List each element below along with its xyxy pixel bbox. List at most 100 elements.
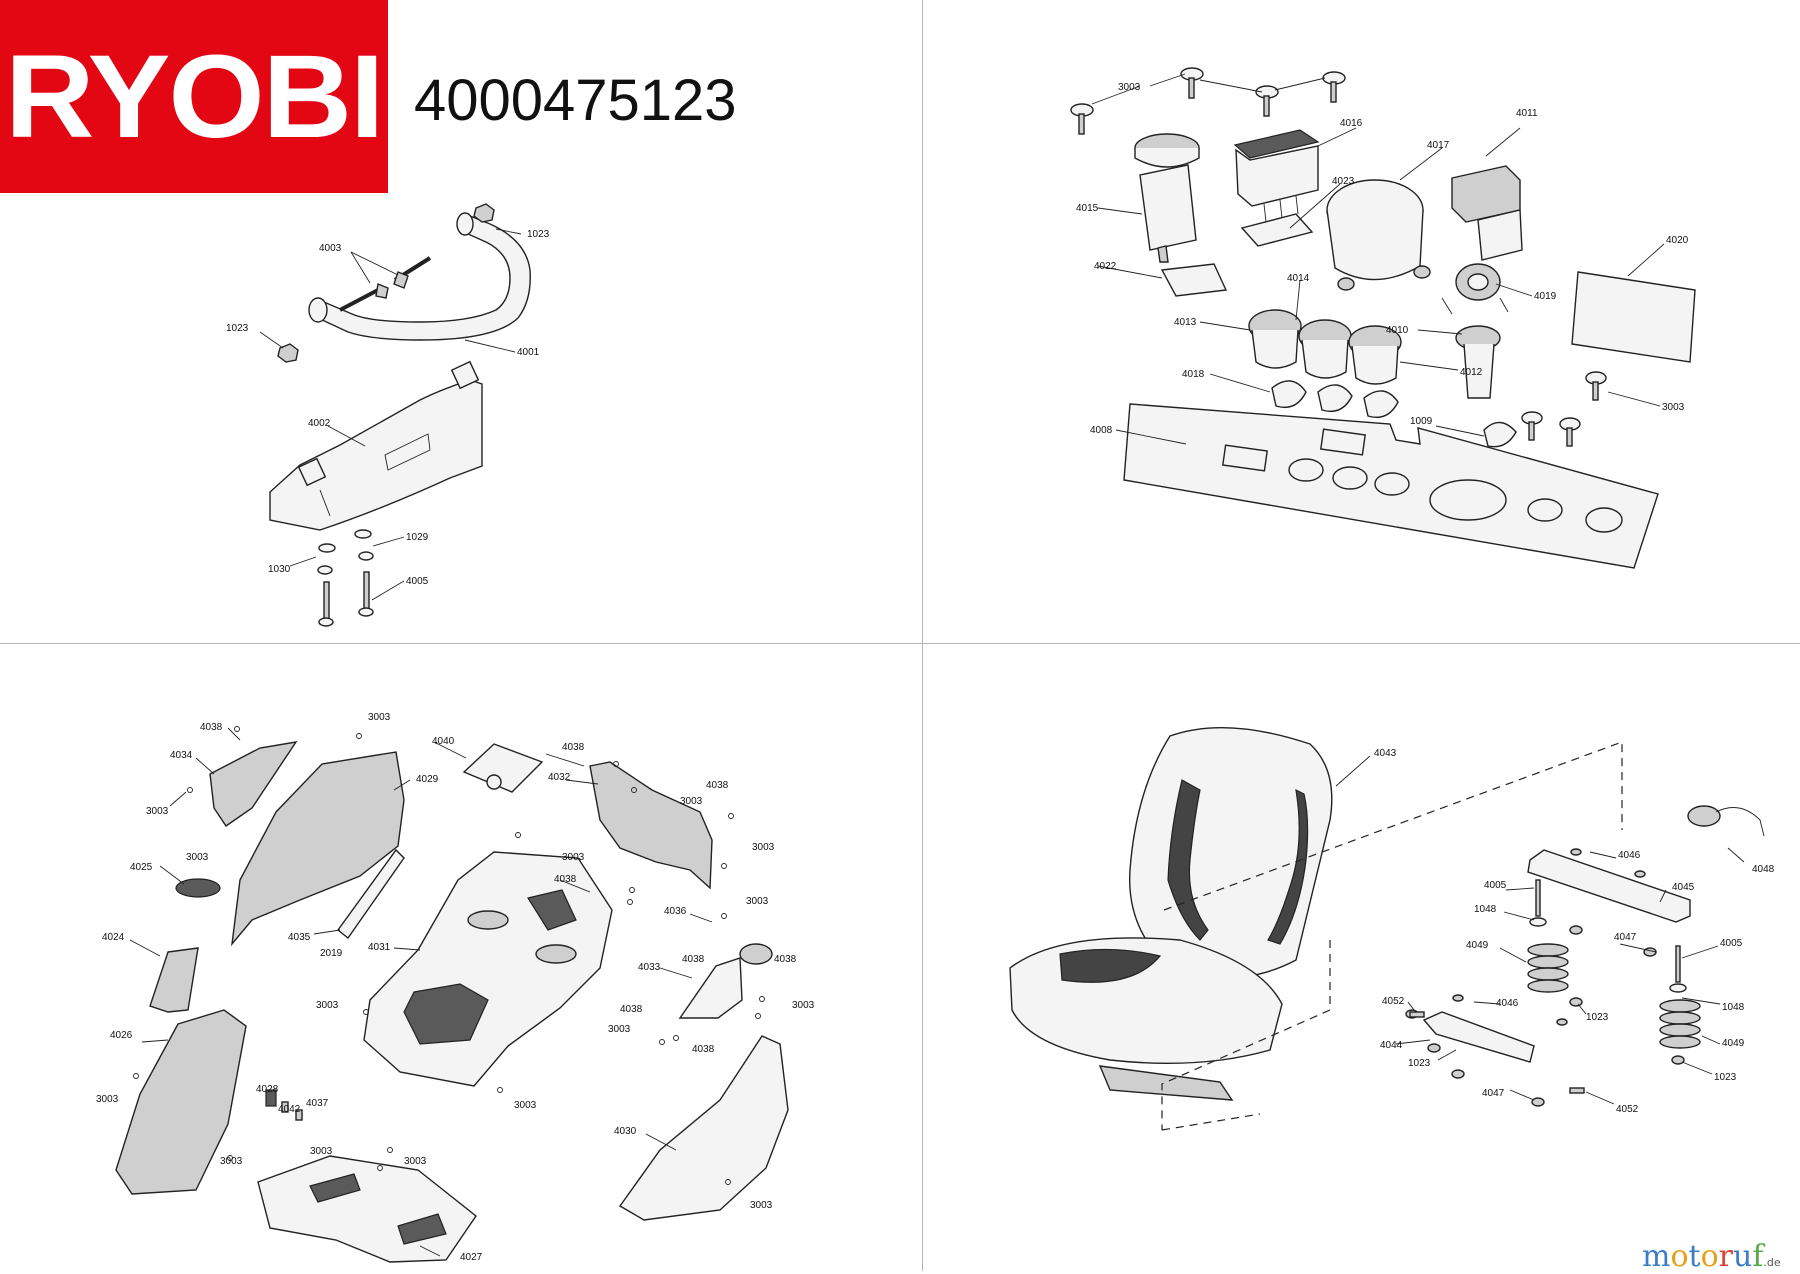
gasket-part (1483, 421, 1517, 448)
callout-label: 4030 (614, 1126, 637, 1137)
callout-label: 3003 (186, 852, 209, 863)
callout-label: 4012 (1460, 367, 1483, 378)
callout-label: 3003 (368, 712, 391, 723)
callout-label: 1023 (527, 229, 550, 240)
fender-panel-part (618, 1035, 789, 1221)
callout-label: 4010 (1386, 325, 1409, 336)
callout-label: 4017 (1427, 140, 1450, 151)
callout-label: 1048 (1722, 1002, 1745, 1013)
callout-label: 3003 (96, 1094, 119, 1105)
callout-label: 4028 (256, 1084, 279, 1095)
washer-part (1669, 983, 1687, 993)
dashboard-panel-part (1123, 403, 1659, 569)
quadrant-bottom-left: 3003 4038 4040 4034 4038 4029 4032 3003 … (96, 712, 815, 1263)
callout-label: 4033 (638, 962, 661, 973)
callout-label: 1029 (406, 532, 429, 543)
callout-label: 4019 (1534, 291, 1557, 302)
callout-label: 3003 (1662, 402, 1685, 413)
callout-label: 3003 (310, 1146, 333, 1157)
bolt-part (1409, 1011, 1425, 1018)
callout-label: 4037 (306, 1098, 329, 1109)
clip-part (295, 1109, 303, 1121)
screw-part (1585, 371, 1607, 401)
bolt-part (1569, 1087, 1585, 1094)
gasket-part (1271, 380, 1307, 409)
body-panel-part (231, 751, 405, 947)
callout-label: 4049 (1722, 1038, 1745, 1049)
bumper-handle-part (317, 215, 531, 341)
bumper-bracket-part (269, 379, 483, 531)
callout-label: 3003 (608, 1024, 631, 1035)
ryobi-logo: RYOBI (0, 0, 388, 193)
callout-label: 4043 (1374, 748, 1397, 759)
washer-part (318, 543, 336, 553)
motoruf-watermark: motoruf.de (1642, 1239, 1781, 1274)
callout-label: 4001 (517, 347, 540, 358)
callout-label: 3003 (752, 842, 775, 853)
callout-label: 4023 (1332, 176, 1355, 187)
callout-label: 4025 (130, 862, 153, 873)
body-panel-part (678, 957, 743, 1019)
callout-label: 4038 (706, 780, 729, 791)
cover-plate-part (1571, 271, 1696, 363)
callout-label: 4022 (1094, 261, 1117, 272)
callout-label: 4005 (1720, 938, 1743, 949)
bolt-part (393, 256, 432, 289)
callout-label: 4020 (1666, 235, 1689, 246)
fender-panel-part (115, 1009, 247, 1195)
callout-label: 4038 (562, 742, 585, 753)
callout-label: 4003 (319, 243, 342, 254)
callout-label: 1009 (1410, 416, 1433, 427)
callout-label: 1048 (1474, 904, 1497, 915)
bolt-part (339, 283, 389, 312)
gasket-part (1240, 213, 1314, 247)
callout-label: 4038 (692, 1044, 715, 1055)
screw-part (1070, 103, 1094, 135)
callout-label: 1030 (268, 564, 291, 575)
callout-label: 4018 (1182, 369, 1205, 380)
callout-label: 4005 (406, 576, 429, 587)
callout-label: 4034 (170, 750, 193, 761)
gauge-part (1326, 179, 1431, 291)
horizontal-divider (0, 643, 1800, 644)
callout-label: 1023 (1408, 1058, 1431, 1069)
logo-text: RYOBI (5, 30, 384, 163)
callout-label: 4036 (664, 906, 687, 917)
bracket-part (337, 848, 405, 940)
tube-end (308, 297, 328, 323)
bolt-part (363, 571, 370, 611)
button-part (1248, 309, 1302, 369)
body-panel-part (589, 761, 713, 890)
callout-label: 4015 (1076, 203, 1099, 214)
callout-label: 4014 (1287, 273, 1310, 284)
callout-label: 4047 (1482, 1088, 1505, 1099)
callout-label: 3003 (1118, 82, 1141, 93)
nut-part (473, 203, 495, 223)
callout-label: 4002 (308, 418, 331, 429)
callout-label: 4016 (1340, 118, 1363, 129)
callout-label: 4052 (1382, 996, 1405, 1007)
grommet-part (175, 878, 221, 898)
callout-label: 3003 (680, 796, 703, 807)
bolt-part (323, 581, 330, 621)
part-number: 4000475123 (414, 68, 737, 133)
screw-part (1559, 417, 1581, 447)
footrest-panel-part (257, 1155, 477, 1263)
callout-label: 4046 (1496, 998, 1519, 1009)
switch-part (265, 1089, 277, 1107)
callout-label: 1023 (1586, 1012, 1609, 1023)
callout-label: 4048 (1752, 864, 1775, 875)
callout-label: 4031 (368, 942, 391, 953)
callout-label: 3003 (146, 806, 169, 817)
callout-label: 4027 (460, 1252, 483, 1263)
gasket-part (1160, 263, 1228, 297)
nut-part (277, 343, 299, 363)
callout-label: 4024 (102, 932, 125, 943)
bolt-part (1535, 879, 1541, 917)
callout-label: 4045 (1672, 882, 1695, 893)
callout-label: 1023 (1714, 1072, 1737, 1083)
usb-outlet-part (1455, 325, 1501, 399)
pto-switch-part (1134, 133, 1200, 263)
screw-part (1255, 85, 1279, 117)
